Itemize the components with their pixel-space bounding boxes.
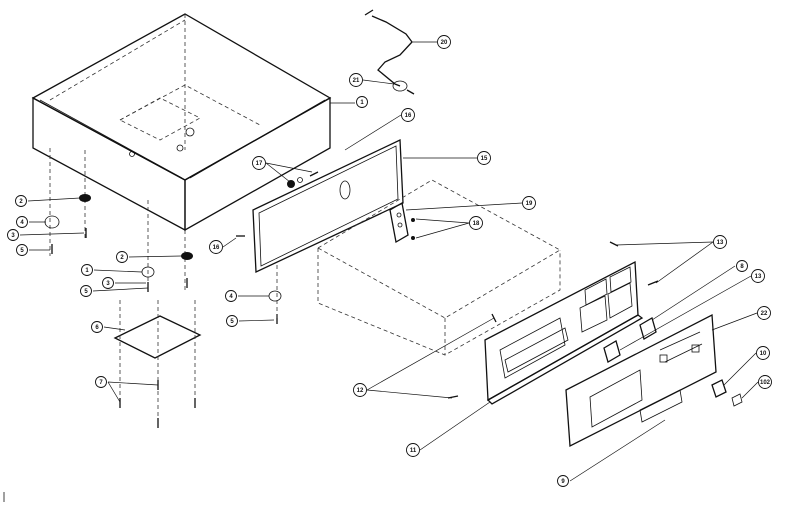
callout-21: 21: [349, 73, 363, 87]
callout-number: 2: [120, 255, 124, 261]
callout-number: 4: [229, 294, 233, 300]
callout-9: 9: [557, 475, 569, 487]
inner-chassis: [317, 179, 561, 356]
callout-1: 1: [81, 264, 93, 276]
callout-12: 12: [353, 383, 367, 397]
callout-3: 3: [7, 229, 19, 241]
callout-1: 1: [356, 96, 368, 108]
callout-number: 1: [85, 268, 89, 274]
callout-number: 17: [256, 161, 263, 167]
callout-number: 3: [106, 281, 110, 287]
callout-5: 5: [16, 244, 28, 256]
callout-number: 13: [755, 274, 762, 280]
callout-number: 102: [760, 380, 771, 386]
callout-number: 22: [761, 311, 768, 317]
callout-13: 13: [751, 269, 765, 283]
callout-3: 3: [102, 277, 114, 289]
connector-block: [389, 201, 415, 244]
callout-number: 9: [561, 479, 565, 485]
callout-number: 4: [20, 220, 24, 226]
callout-number: 5: [84, 289, 88, 295]
callout-18: 18: [469, 216, 483, 230]
front-escutcheon: [565, 313, 717, 448]
callout-number: 1: [360, 100, 364, 106]
callout-17: 17: [252, 156, 266, 170]
callout-2: 2: [15, 195, 27, 207]
front-panel: [447, 241, 659, 405]
callout-number: 12: [357, 388, 364, 394]
callout-5: 5: [80, 285, 92, 297]
callout-number: 11: [410, 448, 417, 454]
callout-labels: 1234513524567161716152021191813813221012…: [7, 35, 772, 487]
callout-number: 16: [405, 113, 412, 119]
callout-5: 5: [226, 315, 238, 327]
callout-22: 22: [757, 306, 771, 320]
callout-7: 7: [95, 376, 107, 388]
callout-number: 6: [95, 325, 99, 331]
buttons: [603, 317, 743, 407]
callout-19: 19: [522, 196, 536, 210]
callout-6: 6: [91, 321, 103, 333]
rear-panel: [236, 138, 404, 274]
callout-number: 15: [481, 156, 488, 162]
callout-20: 20: [437, 35, 451, 49]
leaders: [19, 41, 759, 482]
callout-number: 18: [473, 221, 480, 227]
callout-13: 13: [713, 235, 727, 249]
callout-number: 3: [11, 233, 15, 239]
callout-15: 15: [477, 151, 491, 165]
callout-2: 2: [116, 251, 128, 263]
callout-10: 10: [756, 346, 770, 360]
bottom-plate: [113, 265, 282, 428]
callout-number: 16: [213, 245, 220, 251]
callout-number: 19: [526, 201, 533, 207]
callout-number: 8: [740, 264, 744, 270]
callout-16: 16: [401, 108, 415, 122]
callout-number: 21: [353, 78, 360, 84]
callout-4: 4: [16, 216, 28, 228]
callout-number: 2: [19, 199, 23, 205]
callout-number: 7: [99, 380, 103, 386]
left-hardware: [44, 148, 193, 292]
callout-number: 20: [441, 40, 448, 46]
callout-11: 11: [406, 443, 420, 457]
callout-16: 16: [209, 240, 223, 254]
callout-number: 13: [717, 240, 724, 246]
callout-8: 8: [736, 260, 748, 272]
callout-4: 4: [225, 290, 237, 302]
callout-102: 102: [758, 375, 772, 389]
callout-number: 10: [760, 351, 767, 357]
callout-number: 5: [20, 248, 24, 254]
power-cord: [364, 9, 415, 95]
cabinet-cover: [31, 13, 332, 232]
callout-number: 5: [230, 319, 234, 325]
